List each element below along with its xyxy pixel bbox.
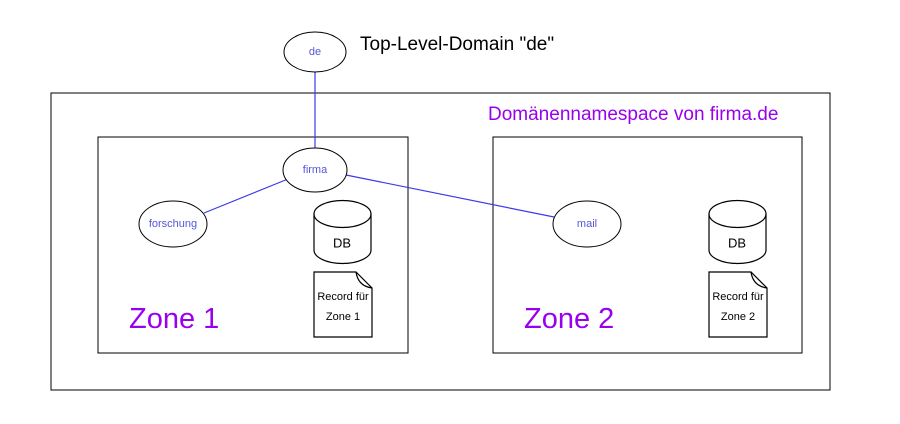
node-de-ellipse xyxy=(283,31,347,73)
node-firma-label: firma xyxy=(302,164,328,176)
zone2-record-document xyxy=(708,271,768,338)
zone1-record-line2: Zone 1 xyxy=(325,311,361,323)
node-mail-ellipse xyxy=(552,200,622,248)
zone2-db-rim xyxy=(708,213,767,229)
zone1-db-rim xyxy=(313,213,372,229)
zone2-box xyxy=(492,136,803,354)
zone1-db-label: DB xyxy=(332,235,352,251)
zone2-record-outline xyxy=(708,271,768,338)
namespace-box xyxy=(50,92,831,391)
zone1-record-fold-corner xyxy=(355,271,373,289)
node-mail-label: mail xyxy=(576,218,598,230)
zone1-record-line1: Record für xyxy=(317,291,369,303)
edge-firma-mail xyxy=(345,174,555,218)
zone1-record-label: Record für Zone 1 xyxy=(317,287,368,327)
zone2-db-body xyxy=(708,199,767,265)
zone2-label: Zone 2 xyxy=(524,303,615,335)
node-forschung-ellipse xyxy=(138,200,208,248)
zone2-record-line2: Zone 2 xyxy=(720,311,756,323)
zone1-record-document xyxy=(313,271,373,338)
node-de-label: de xyxy=(308,46,322,58)
edge-firma-forschung xyxy=(203,178,289,214)
top-level-domain-label: Top-Level-Domain "de" xyxy=(360,34,555,55)
zone1-box xyxy=(97,136,409,354)
zone2-record-label: Record für Zone 2 xyxy=(712,287,763,327)
zone1-label: Zone 1 xyxy=(129,303,220,335)
zone1-record-outline xyxy=(313,271,373,338)
zone2-record-line1: Record für xyxy=(712,291,764,303)
node-firma-ellipse xyxy=(282,147,348,193)
zone1-db-cylinder xyxy=(313,199,372,265)
zone2-record-fold-corner xyxy=(750,271,768,289)
node-forschung-label: forschung xyxy=(148,218,198,230)
zone1-db-body xyxy=(313,199,372,265)
zone2-db-cylinder xyxy=(708,199,767,265)
namespace-title: Domänennamespace von firma.de xyxy=(488,104,779,125)
zone2-db-label: DB xyxy=(727,235,747,251)
